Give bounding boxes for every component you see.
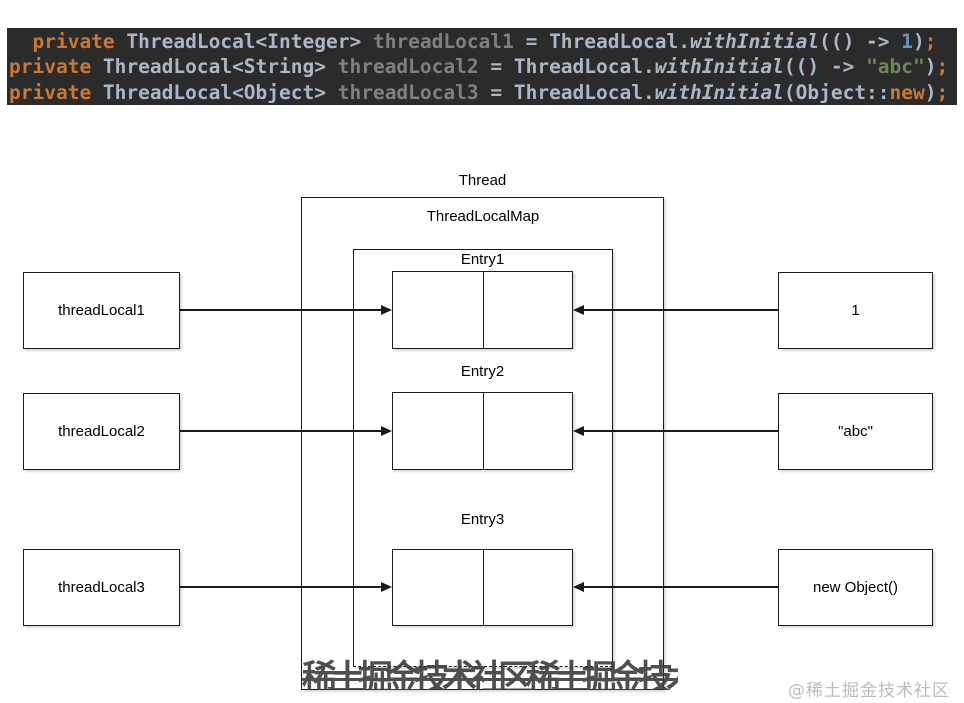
threadlocalmap-box-label: ThreadLocalMap: [426, 208, 540, 225]
code-token: private: [32, 30, 115, 53]
watermark-credit: @稀土掘金技术社区: [788, 681, 950, 701]
code-token: withInitial: [689, 30, 820, 53]
arrowhead-left-icon: [573, 581, 584, 592]
threadlocal2-box: threadLocal2: [23, 393, 180, 470]
arrowhead-right-icon: [381, 304, 392, 315]
threadlocal2-box-label: threadLocal2: [58, 423, 145, 440]
entry2-label: Entry2: [460, 363, 505, 380]
value3-box-label: new Object(): [812, 579, 899, 596]
arrow-value3-to-entry3: [584, 586, 778, 588]
entry1-box: [392, 271, 573, 349]
code-token: ): [924, 55, 937, 79]
arrow-threadlocal1-to-entry1: [180, 309, 382, 311]
code-token: threadLocal3: [337, 80, 479, 104]
entry1-cell-divider: [482, 272, 484, 348]
watermark-band: 稀土掘金技术社区稀土掘金技术社区: [302, 659, 678, 690]
entry3-box: [392, 549, 573, 626]
code-line: private ThreadLocal<Object> threadLocal3…: [9, 80, 957, 105]
code-token: ThreadLocal<String>: [91, 55, 338, 79]
code-token: ;: [936, 55, 949, 79]
entry1-label: Entry1: [460, 251, 505, 268]
value1-box-label: 1: [851, 302, 860, 319]
entry3-cell-divider: [482, 550, 484, 625]
entry2-box: [392, 392, 573, 470]
code-token: 1: [901, 30, 914, 53]
code-token: threadLocal2: [337, 55, 479, 79]
code-line: private ThreadLocal<Integer> threadLocal…: [9, 29, 957, 54]
code-token: (() ->: [783, 55, 867, 79]
code-token: (() ->: [819, 30, 902, 53]
code-token: threadLocal1: [372, 30, 514, 53]
code-token: "abc": [866, 55, 925, 79]
code-token: ): [924, 80, 937, 104]
code-block: private ThreadLocal<Integer> threadLocal…: [7, 28, 957, 105]
arrowhead-right-icon: [381, 581, 392, 592]
code-token: withInitial: [654, 80, 784, 104]
arrowhead-left-icon: [573, 304, 584, 315]
code-token: = ThreadLocal.: [478, 80, 655, 104]
arrowhead-left-icon: [573, 425, 584, 436]
threadlocalmap-box: [353, 249, 613, 667]
code-token: ): [913, 30, 925, 53]
threadlocal3-box: threadLocal3: [23, 549, 180, 626]
arrowhead-right-icon: [381, 425, 392, 436]
entry3-label: Entry3: [460, 511, 505, 528]
code-token: new: [889, 80, 925, 104]
code-token: ThreadLocal<Object>: [91, 80, 338, 104]
threadlocal1-box-label: threadLocal1: [58, 302, 145, 319]
code-token: ;: [924, 30, 937, 53]
value2-box-label: "abc": [838, 423, 873, 440]
code-token: private: [9, 80, 92, 104]
code-token: (Object::: [783, 80, 890, 104]
arrow-threadlocal3-to-entry3: [180, 586, 382, 588]
code-token: private: [9, 55, 92, 79]
thread-box: [301, 197, 664, 690]
arrow-value1-to-entry1: [584, 309, 778, 311]
code-token: withInitial: [654, 55, 784, 79]
value3-box: new Object(): [778, 549, 933, 626]
value2-box: "abc": [778, 393, 933, 470]
code-token: = ThreadLocal.: [478, 55, 655, 79]
code-line: private ThreadLocal<String> threadLocal2…: [9, 54, 957, 79]
arrow-threadlocal2-to-entry2: [180, 430, 382, 432]
code-token: = ThreadLocal.: [513, 30, 690, 53]
entry2-cell-divider: [482, 393, 484, 469]
arrow-value2-to-entry2: [584, 430, 778, 432]
threadlocal3-box-label: threadLocal3: [58, 579, 145, 596]
thread-box-label: Thread: [458, 172, 507, 189]
threadlocal1-box: threadLocal1: [23, 272, 180, 349]
code-token: ThreadLocal<Integer>: [114, 30, 373, 53]
code-token: ;: [936, 80, 949, 104]
value1-box: 1: [778, 272, 933, 349]
code-token: [9, 30, 32, 53]
